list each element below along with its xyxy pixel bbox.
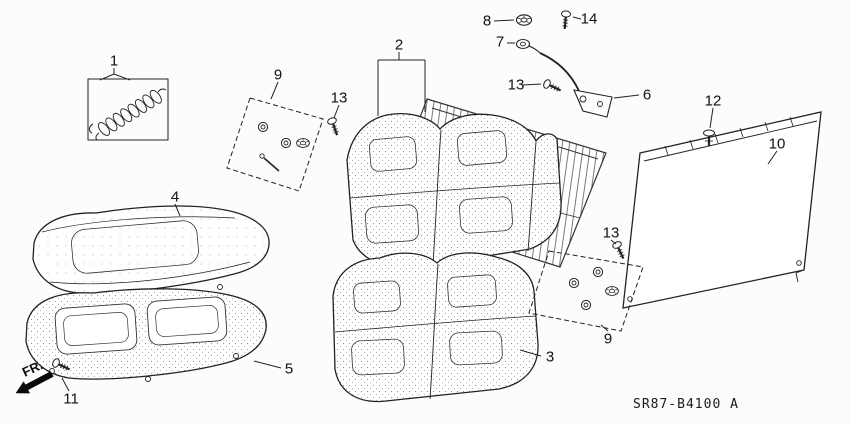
hardware-group-box-right [528, 250, 644, 332]
ring-clip-icon [515, 38, 541, 54]
callout-5: 5 [284, 360, 294, 378]
callout-4: 4 [170, 188, 180, 206]
callout-13: 13 [330, 89, 348, 107]
callout-2: 2 [394, 36, 404, 54]
grommet-icon [515, 14, 533, 26]
latch-rod-illustration [539, 52, 580, 92]
seat-back-cover-illustration [346, 113, 562, 269]
callout-10: 10 [768, 135, 786, 153]
diagram-part-code: SR87-B4100 A [633, 397, 739, 412]
callout-8: 8 [482, 12, 492, 30]
rear-panel-illustration [622, 111, 822, 309]
callout-14: 14 [580, 10, 598, 28]
callout-1: 1 [109, 52, 119, 70]
callout-6: 6 [642, 86, 652, 104]
callout-9: 9 [273, 66, 283, 84]
fr-arrow-icon [15, 371, 54, 394]
bolt-icon [325, 115, 343, 138]
clip-icon [703, 129, 715, 146]
seat-cushion-illustration [25, 288, 267, 382]
callout-9: 9 [603, 330, 613, 348]
callout-7: 7 [495, 33, 505, 51]
seat-back-pad-illustration [332, 252, 539, 403]
callout-13: 13 [602, 224, 620, 242]
callout-leader-lines [61, 16, 778, 392]
spring-illustration [87, 78, 169, 141]
callout-11: 11 [63, 390, 79, 408]
bolt-icon [610, 239, 629, 262]
seat-cushion-cover-illustration [32, 205, 270, 295]
callout-13: 13 [507, 76, 525, 94]
latch-bracket-illustration [573, 89, 613, 118]
callout-12: 12 [704, 92, 722, 110]
callout-3: 3 [545, 348, 555, 366]
bolt-icon [541, 77, 564, 96]
hardware-group-box-left [226, 97, 324, 192]
bolt-icon [559, 9, 572, 31]
